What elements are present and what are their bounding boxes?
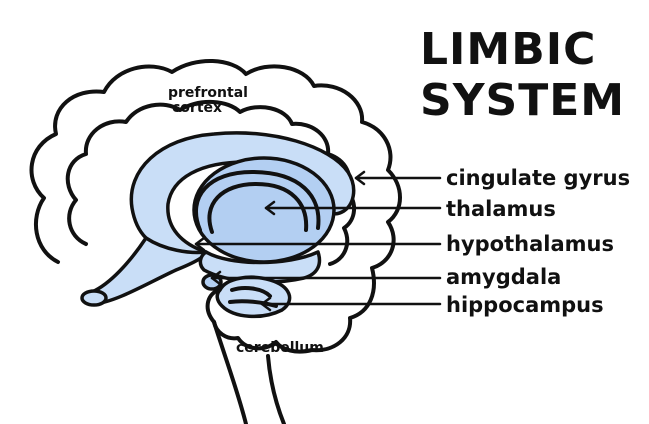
brainstem-outline bbox=[212, 320, 248, 424]
fornix-tip-shape bbox=[80, 289, 108, 307]
label-thalamus: thalamus bbox=[446, 197, 556, 221]
title-line-2: SYSTEM bbox=[420, 75, 625, 126]
leader-hippocampus bbox=[260, 296, 442, 312]
leader-hypothalamus bbox=[194, 236, 442, 252]
brain-outline bbox=[29, 59, 402, 354]
hippocampus-shape bbox=[215, 275, 292, 319]
cerebellum-label: cerebellum bbox=[236, 340, 324, 356]
fornix-tail-shape bbox=[84, 236, 208, 306]
arrowhead-thalamus bbox=[264, 200, 276, 216]
label-cingulate-gyrus: cingulate gyrus bbox=[446, 166, 630, 190]
brainstem-outline-right bbox=[266, 354, 286, 424]
hippocampus-fold-1 bbox=[230, 286, 272, 298]
fornix-arc bbox=[194, 170, 321, 232]
leader-amygdala bbox=[210, 270, 442, 286]
diagram-title: LIMBIC SYSTEM bbox=[420, 24, 625, 126]
label-hypothalamus: hypothalamus bbox=[446, 232, 614, 256]
title-line-1: LIMBIC bbox=[420, 24, 596, 75]
prefrontal-label-line-1: prefrontal bbox=[168, 85, 248, 101]
arrowhead-amygdala bbox=[210, 270, 222, 286]
arrowhead-cingulate bbox=[354, 170, 366, 186]
arrowhead-hippocampus bbox=[260, 296, 272, 312]
label-amygdala: amygdala bbox=[446, 265, 561, 289]
leader-thalamus bbox=[264, 200, 442, 216]
arrowhead-hypothalamus bbox=[194, 236, 206, 252]
leader-cingulate-gyrus bbox=[354, 170, 442, 186]
label-hippocampus: hippocampus bbox=[446, 293, 604, 317]
cerebellum-outline bbox=[205, 288, 220, 324]
prefrontal-label-line-2: cortex bbox=[172, 100, 222, 116]
